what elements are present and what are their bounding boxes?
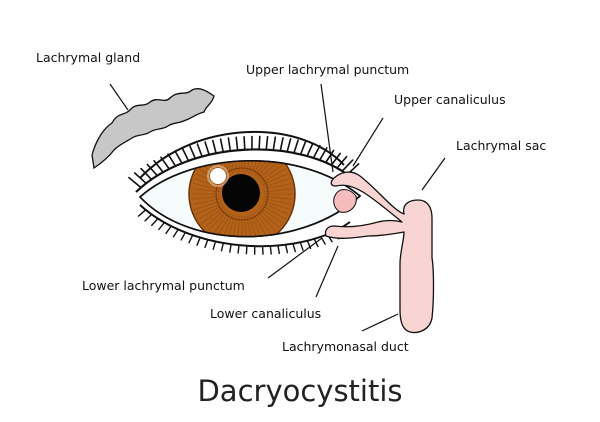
- eyelash: [259, 136, 260, 149]
- light-reflection: [210, 168, 226, 184]
- eyelash: [197, 238, 200, 246]
- label-nasal-duct: Lachrymonasal duct: [282, 341, 409, 354]
- eyelash: [293, 244, 295, 252]
- eyelash: [205, 240, 208, 248]
- label-upper-canaliculus: Upper canaliculus: [394, 94, 506, 107]
- label-lachrymal-sac: Lachrymal sac: [456, 140, 546, 153]
- eyelash: [183, 149, 189, 161]
- eyelash: [270, 246, 271, 254]
- leader-lower-canaliculus: [316, 246, 338, 297]
- eyelash: [205, 142, 209, 155]
- leader-upper-canaliculus: [353, 118, 383, 166]
- eyelash: [286, 245, 288, 253]
- eyelash: [236, 137, 237, 150]
- eyelash: [213, 241, 215, 249]
- diagram-title: Dacryocystitis: [0, 377, 600, 406]
- eyelash: [230, 244, 231, 252]
- label-lower-canaliculus: Lower canaliculus: [210, 308, 321, 321]
- leader-lachrymal-gland: [110, 84, 128, 110]
- eyelash: [280, 138, 283, 151]
- eyelash: [175, 151, 182, 163]
- eyelash: [197, 144, 202, 157]
- eyelash: [174, 229, 179, 236]
- eyelash: [300, 242, 303, 250]
- eyelash: [159, 223, 165, 230]
- eyelash: [238, 245, 239, 253]
- eyelash: [189, 235, 193, 243]
- leader-nasal-duct: [362, 314, 398, 331]
- eyelash: [273, 137, 275, 150]
- eyelash: [266, 137, 267, 150]
- eyelash: [213, 141, 216, 154]
- eyelash: [152, 219, 158, 226]
- leader-lachrymal-sac: [422, 158, 445, 190]
- eyelash: [222, 243, 224, 251]
- eyelash: [129, 178, 141, 188]
- eyelash: [166, 226, 171, 233]
- eyelash: [244, 137, 245, 150]
- eyelash: [228, 138, 230, 151]
- eyelash: [145, 214, 152, 221]
- eyelash: [278, 246, 279, 254]
- label-lower-punctum: Lower lachrymal punctum: [82, 280, 245, 293]
- eyelash: [190, 146, 195, 158]
- eyelash: [139, 210, 146, 216]
- eyelash: [287, 139, 290, 152]
- label-lachrymal-gland: Lachrymal gland: [36, 52, 140, 65]
- eyelash: [294, 140, 298, 153]
- leader-upper-punctum: [321, 84, 333, 172]
- eyelash: [181, 232, 185, 240]
- eyelash: [221, 139, 224, 152]
- eyelash: [307, 144, 313, 157]
- label-upper-punctum: Upper lachrymal punctum: [246, 64, 409, 77]
- lachrymal-gland-shape: [92, 89, 214, 168]
- eyelash: [342, 160, 353, 171]
- lacrimal-caruncle: [334, 190, 357, 213]
- eyelash: [246, 246, 247, 254]
- eyelash: [301, 142, 306, 155]
